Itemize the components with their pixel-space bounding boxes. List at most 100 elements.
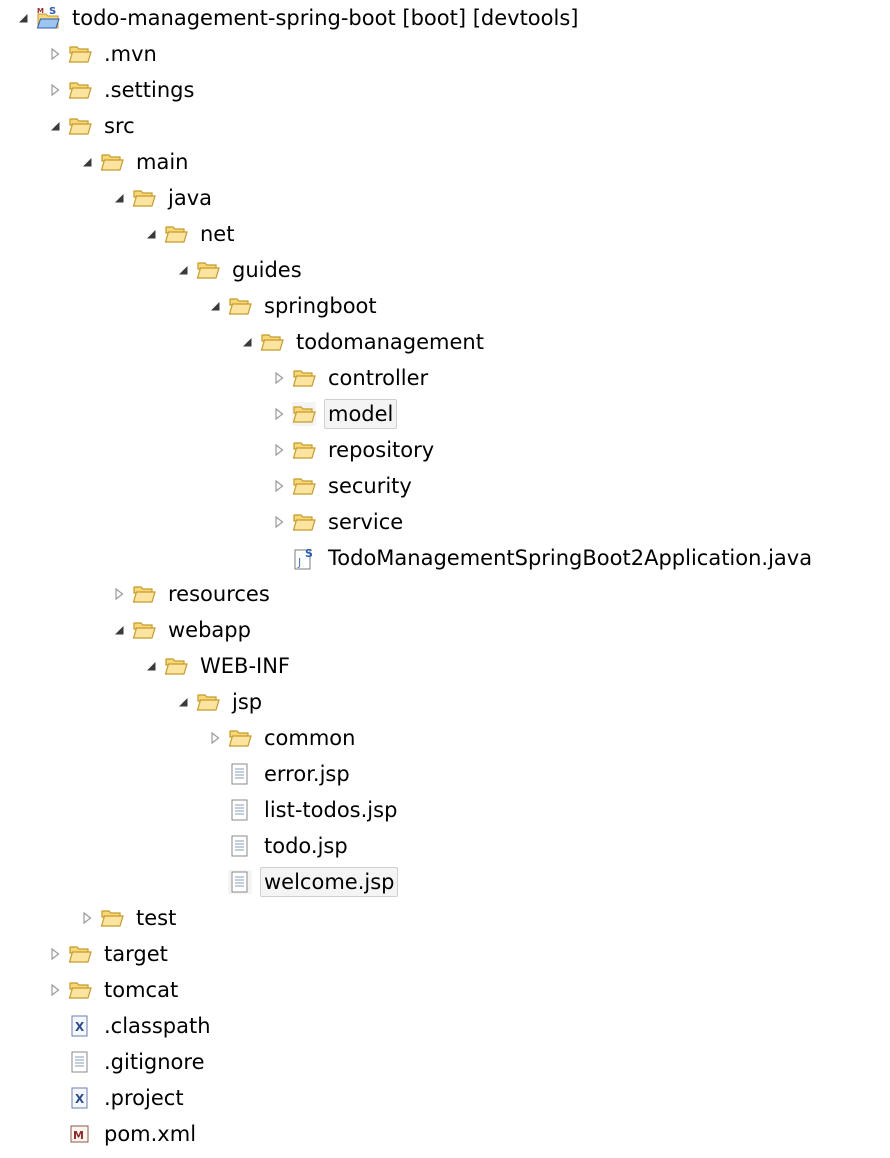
tree-item-net[interactable]: net: [142, 216, 238, 252]
folder-icon: [164, 654, 188, 678]
collapsed-arrow-icon[interactable]: [270, 404, 288, 424]
tree-item-label: .project: [104, 1086, 184, 1110]
collapsed-arrow-icon[interactable]: [46, 44, 64, 64]
expanded-arrow-icon[interactable]: [110, 188, 128, 208]
maven-project-icon: M S: [36, 6, 60, 30]
tree-item-label: error.jsp: [264, 762, 350, 786]
tree-item-pom-xml[interactable]: M pom.xml: [46, 1116, 200, 1152]
folder-icon: [100, 906, 124, 930]
tree-item-label: .settings: [104, 78, 195, 102]
tree-item-label: TodoManagementSpringBoot2Application.jav…: [328, 546, 813, 570]
tree-item-error-jsp[interactable]: error.jsp: [206, 756, 354, 792]
jsp-file-icon: [228, 762, 252, 786]
folder-icon: [68, 942, 92, 966]
tree-item-label: .gitignore: [104, 1050, 205, 1074]
expanded-arrow-icon[interactable]: [142, 224, 160, 244]
folder-icon: [228, 726, 252, 750]
tree-item-main[interactable]: main: [78, 144, 192, 180]
tree-item-classpath[interactable]: X .classpath: [46, 1008, 215, 1044]
collapsed-arrow-icon[interactable]: [46, 944, 64, 964]
jsp-file-icon: [228, 798, 252, 822]
expanded-arrow-icon[interactable]: [14, 8, 32, 28]
tree-item-label: jsp: [232, 690, 263, 714]
toggle-spacer: [46, 1052, 64, 1072]
tree-item-label: .mvn: [104, 42, 157, 66]
tree-item-service[interactable]: service: [270, 504, 407, 540]
tree-item-label: common: [264, 726, 356, 750]
collapsed-arrow-icon[interactable]: [46, 980, 64, 1000]
tree-item-project[interactable]: X .project: [46, 1080, 188, 1116]
collapsed-arrow-icon[interactable]: [110, 584, 128, 604]
collapsed-arrow-icon[interactable]: [270, 368, 288, 388]
tree-item-settings[interactable]: .settings: [46, 72, 198, 108]
tree-item-src[interactable]: src: [46, 108, 139, 144]
tree-item-label: .classpath: [104, 1014, 211, 1038]
tree-item-model[interactable]: model: [270, 396, 398, 432]
toggle-spacer: [206, 800, 224, 820]
collapsed-arrow-icon[interactable]: [270, 476, 288, 496]
tree-item-label: todomanagement: [296, 330, 484, 354]
tree-item-todo-jsp[interactable]: todo.jsp: [206, 828, 352, 864]
tree-item-label: todo-management-spring-boot [boot] [devt…: [72, 6, 579, 30]
expanded-arrow-icon[interactable]: [174, 692, 192, 712]
xml-file-icon: X: [68, 1086, 92, 1110]
tree-item-todo-management-spring-boot-boot-devtools[interactable]: M S todo-management-spring-boot [boot] […: [14, 0, 582, 36]
expanded-arrow-icon[interactable]: [174, 260, 192, 280]
tree-item-web-inf[interactable]: WEB-INF: [142, 648, 294, 684]
tree-item-java[interactable]: java: [110, 180, 216, 216]
svg-text:S: S: [49, 6, 56, 17]
tree-item-todomanagement[interactable]: todomanagement: [238, 324, 488, 360]
collapsed-arrow-icon[interactable]: [206, 728, 224, 748]
folder-icon: [68, 78, 92, 102]
tree-item-webapp[interactable]: webapp: [110, 612, 255, 648]
tree-item-common[interactable]: common: [206, 720, 359, 756]
xml-file-icon: X: [68, 1014, 92, 1038]
folder-icon: [292, 402, 316, 426]
folder-icon: [132, 618, 156, 642]
folder-icon: [292, 510, 316, 534]
tree-item-security[interactable]: security: [270, 468, 416, 504]
expanded-arrow-icon[interactable]: [78, 152, 96, 172]
tree-item-label: resources: [168, 582, 270, 606]
toggle-spacer: [206, 764, 224, 784]
folder-icon: [196, 690, 220, 714]
tree-item-guides[interactable]: guides: [174, 252, 306, 288]
tree-item-jsp[interactable]: jsp: [174, 684, 266, 720]
folder-icon: [164, 222, 188, 246]
spring-java-file-icon: J S: [292, 546, 316, 570]
expanded-arrow-icon[interactable]: [238, 332, 256, 352]
tree-item-repository[interactable]: repository: [270, 432, 438, 468]
tree-item-label: java: [168, 186, 212, 210]
tree-item-todomanagementspringboot2application-java[interactable]: J S TodoManagementSpringBoot2Application…: [270, 540, 816, 576]
tree-item-mvn[interactable]: .mvn: [46, 36, 161, 72]
tree-item-test[interactable]: test: [78, 900, 180, 936]
tree-item-label: WEB-INF: [200, 654, 290, 678]
svg-text:X: X: [75, 1092, 85, 1106]
tree-item-welcome-jsp[interactable]: welcome.jsp: [206, 864, 399, 900]
collapsed-arrow-icon[interactable]: [270, 512, 288, 532]
tree-item-gitignore[interactable]: .gitignore: [46, 1044, 209, 1080]
expanded-arrow-icon[interactable]: [142, 656, 160, 676]
tree-item-label: repository: [328, 438, 435, 462]
tree-item-resources[interactable]: resources: [110, 576, 274, 612]
tree-item-label: security: [328, 474, 412, 498]
folder-icon: [68, 978, 92, 1002]
text-file-icon: [68, 1050, 92, 1074]
collapsed-arrow-icon[interactable]: [78, 908, 96, 928]
collapsed-arrow-icon[interactable]: [270, 440, 288, 460]
maven-pom-icon: M: [68, 1122, 92, 1146]
expanded-arrow-icon[interactable]: [46, 116, 64, 136]
svg-text:J: J: [297, 556, 301, 569]
collapsed-arrow-icon[interactable]: [46, 80, 64, 100]
folder-icon: [228, 294, 252, 318]
tree-item-target[interactable]: target: [46, 936, 172, 972]
tree-item-tomcat[interactable]: tomcat: [46, 972, 182, 1008]
tree-item-label: main: [136, 150, 189, 174]
expanded-arrow-icon[interactable]: [110, 620, 128, 640]
expanded-arrow-icon[interactable]: [206, 296, 224, 316]
tree-item-controller[interactable]: controller: [270, 360, 432, 396]
tree-item-label: net: [200, 222, 235, 246]
tree-item-springboot[interactable]: springboot: [206, 288, 381, 324]
tree-item-list-todos-jsp[interactable]: list-todos.jsp: [206, 792, 401, 828]
